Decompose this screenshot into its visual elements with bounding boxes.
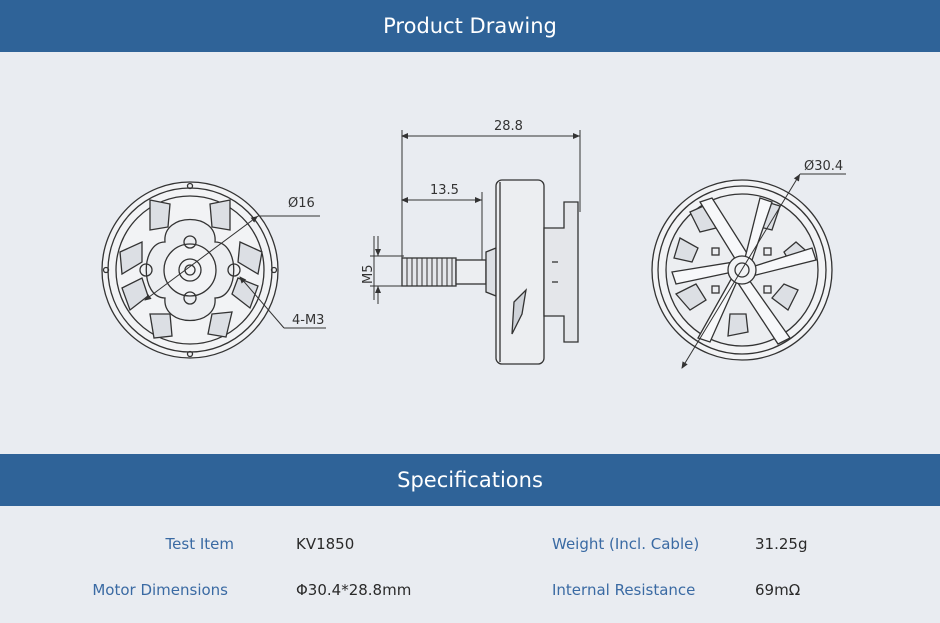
motor-drawing: Ø16 4-M3 [101, 119, 846, 369]
front-diameter-label: Ø16 [288, 196, 315, 211]
spec-label-weight: Weight (Incl. Cable) [552, 535, 700, 553]
rear-diameter-label: Ø30.4 [804, 159, 843, 174]
rear-view [651, 173, 846, 369]
product-drawing-title: Product Drawing [383, 14, 557, 38]
product-drawing-area: Ø16 4-M3 [0, 52, 940, 454]
shaft-length-label: 13.5 [430, 183, 459, 198]
spec-label-test-item: Test Item [165, 535, 234, 553]
front-view [101, 181, 326, 359]
spec-value-weight: 31.25g [755, 535, 808, 553]
total-length-label: 28.8 [494, 119, 523, 134]
spec-label-internal-resistance: Internal Resistance [552, 581, 696, 599]
front-holes-label: 4-M3 [292, 313, 324, 328]
specifications-header: Specifications [0, 454, 940, 506]
shaft-thread-label: M5 [361, 265, 376, 285]
specifications-title: Specifications [397, 468, 543, 492]
product-drawing-header: Product Drawing [0, 0, 940, 52]
spec-value-test-item: KV1850 [296, 535, 355, 553]
spec-label-motor-dimensions: Motor Dimensions [92, 581, 228, 599]
spec-value-motor-dimensions: Φ30.4*28.8mm [296, 581, 412, 599]
specifications-table: Test Item KV1850 Motor Dimensions Φ30.4*… [0, 506, 940, 623]
spec-value-internal-resistance: 69mΩ [755, 581, 801, 599]
side-view [370, 130, 581, 365]
